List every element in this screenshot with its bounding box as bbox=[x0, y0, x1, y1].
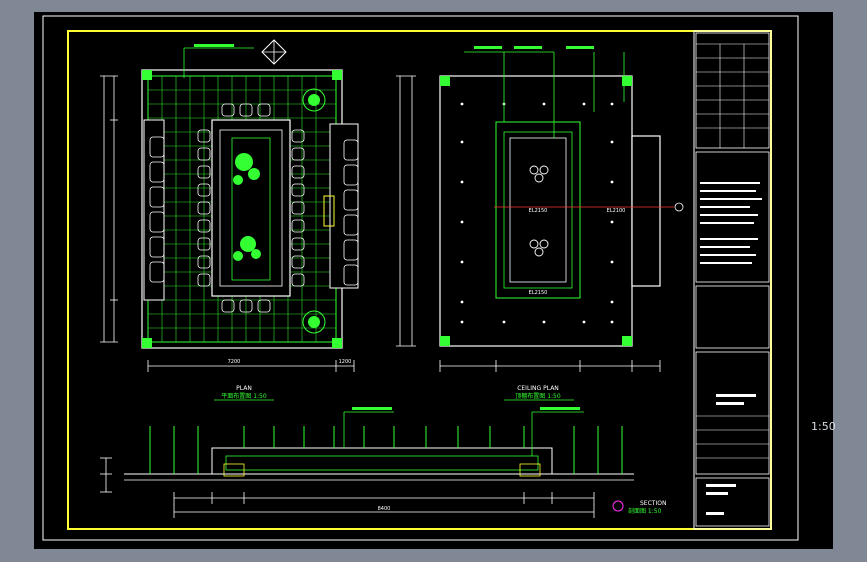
plan-title: PLAN bbox=[236, 385, 252, 392]
plant-icon bbox=[302, 88, 326, 334]
chandelier-icon bbox=[529, 165, 549, 257]
section-title: SECTION bbox=[640, 500, 666, 507]
ceiling-subtitle: 顶棚布置图 1:50 bbox=[515, 392, 561, 400]
section-subtitle: 剖面图 1:50 bbox=[628, 507, 662, 515]
ceiling-elevation-1: EL2150 bbox=[529, 208, 548, 214]
title-block bbox=[693, 30, 772, 530]
cad-drawing-canvas[interactable]: 7200 1200 PLAN 平面布置图 1:50 bbox=[34, 12, 833, 549]
plan-dim-2: 1200 bbox=[339, 359, 352, 365]
section-dim-total: 8400 bbox=[378, 506, 391, 512]
section-drawing: 8400 SECTION 剖面图 1:50 bbox=[100, 407, 666, 518]
ceiling-elevation-3: EL2150 bbox=[529, 290, 548, 296]
title-frame bbox=[67, 30, 772, 530]
ceiling-title: CEILING PLAN bbox=[517, 385, 559, 392]
floor-plan: 7200 1200 PLAN 平面布置图 1:50 bbox=[100, 39, 359, 401]
scale-label: 1:50 bbox=[811, 420, 836, 433]
ceiling-plan: EL2150 EL2100 EL2150 bbox=[396, 46, 684, 401]
plan-subtitle: 平面布置图 1:50 bbox=[221, 392, 267, 400]
drawing-sheet: 7200 1200 PLAN 平面布置图 1:50 bbox=[42, 15, 799, 541]
plan-dim-1: 7200 bbox=[228, 359, 241, 365]
sheet-border bbox=[42, 15, 799, 541]
ceiling-elevation-2: EL2100 bbox=[607, 208, 626, 214]
